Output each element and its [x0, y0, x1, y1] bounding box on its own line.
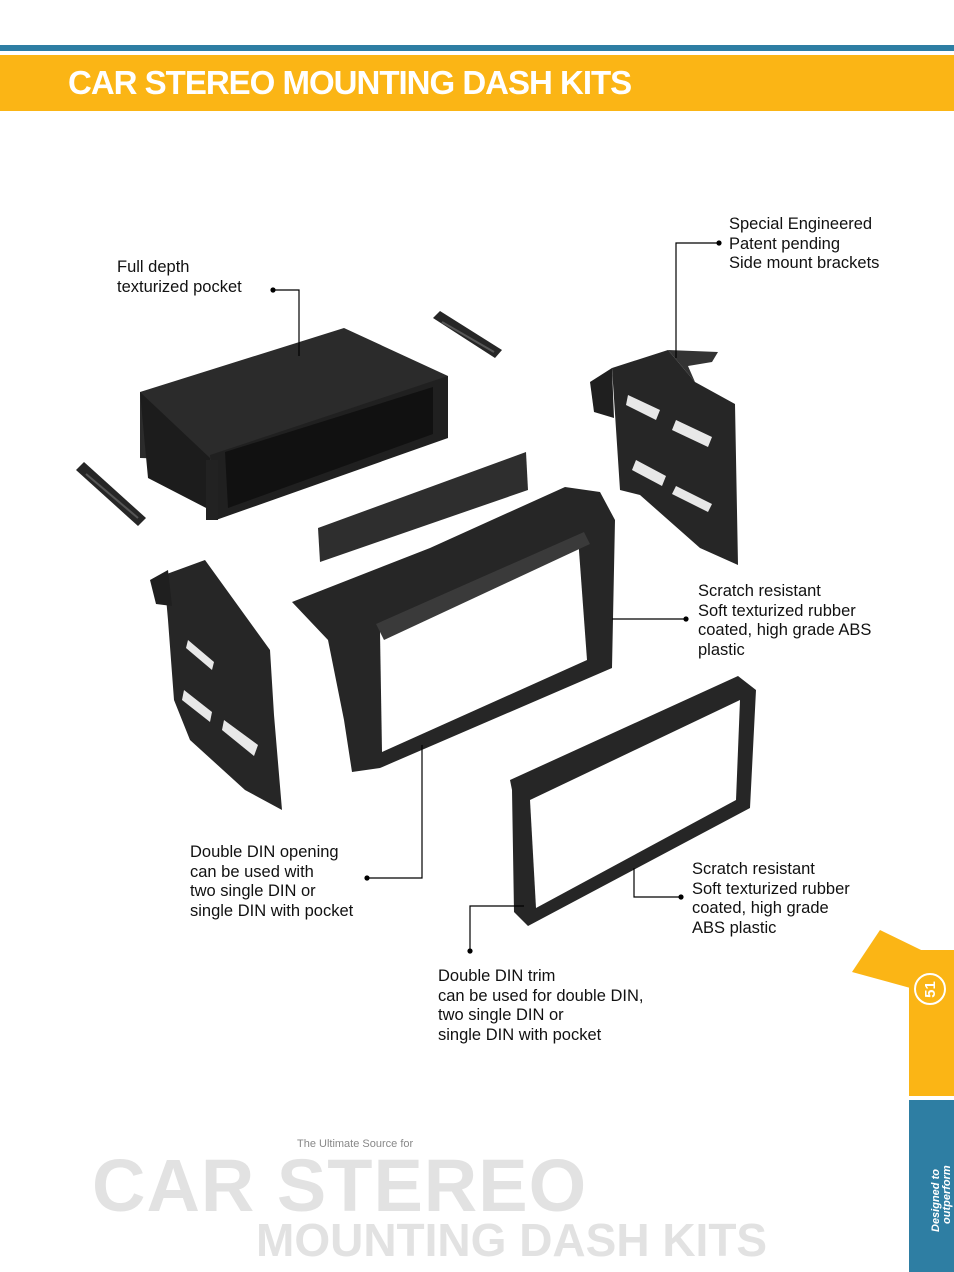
leader-lines: [274, 242, 719, 950]
right-bracket-part: [590, 350, 738, 565]
callout-din-opening: Double DIN opening can be used with two …: [190, 843, 354, 920]
footer-big-line1: CAR STEREO: [92, 1144, 588, 1227]
callout-din-trim: Double DIN trim can be used for double D…: [438, 967, 644, 1044]
left-bracket-part: [150, 560, 282, 810]
dash-panel-part: [292, 452, 615, 772]
pocket-part: [140, 328, 448, 520]
footer-big-line2: MOUNTING DASH KITS: [256, 1214, 768, 1266]
top-rule: [0, 45, 954, 51]
leader-dots: [270, 240, 722, 954]
tagline: Designed to outperform: [930, 1165, 953, 1232]
header-banner: [0, 55, 954, 111]
page-title: CAR STEREO MOUNTING DASH KITS: [68, 64, 632, 101]
clip-upper: [433, 311, 502, 358]
callout-pocket: Full depth texturized pocket: [117, 258, 242, 296]
page-tab-blue: [909, 1100, 954, 1272]
callout-brackets: Special Engineered Patent pending Side m…: [729, 215, 880, 272]
page-number: 51: [914, 973, 946, 1005]
page-tab-yellow: [909, 950, 954, 1096]
clip-lower: [76, 462, 146, 526]
callout-trim-finish: Scratch resistant Soft texturized rubber…: [692, 860, 850, 937]
callout-main-panel: Scratch resistant Soft texturized rubber…: [698, 582, 872, 659]
trim-ring-part: [510, 676, 756, 926]
footer-small-text: The Ultimate Source for: [297, 1138, 414, 1150]
